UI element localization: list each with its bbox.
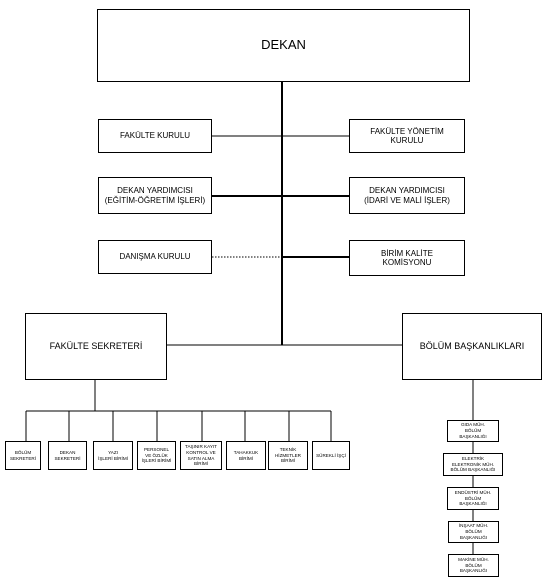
- department-box: ELEKTRİK ELEKTRONİK MÜH. BÖLÜM BAŞKANLIĞ…: [443, 453, 503, 476]
- danisma-kurulu-label: DANIŞMA KURULU: [119, 252, 191, 262]
- birim-kalite-komisyonu-box: BİRİM KALİTE KOMİSYONU: [349, 240, 465, 276]
- department-label: ELEKTRİK ELEKTRONİK MÜH. BÖLÜM BAŞKANLIĞ…: [450, 455, 496, 473]
- department-label: ENDÜSTRİ MÜH. BÖLÜM BAŞKANLIĞI: [454, 489, 492, 507]
- danisma-kurulu-box: DANIŞMA KURULU: [98, 240, 212, 274]
- unit-label: TAŞINIR KAYIT KONTROL VE SATIN ALMA BİRİ…: [185, 443, 217, 467]
- department-box: İNŞAAT MÜH. BÖLÜM BAŞKANLIĞI: [448, 521, 499, 543]
- unit-box: TEKNİK HİZMETLER BİRİMİ: [268, 441, 308, 470]
- dekan-yardimcisi-egitim-box: DEKAN YARDIMCISI (EĞİTİM-ÖĞRETİM İŞLERİ): [98, 177, 212, 214]
- fakulte-kurulu-label: FAKÜLTE KURULU: [119, 131, 191, 141]
- department-box: ENDÜSTRİ MÜH. BÖLÜM BAŞKANLIĞI: [447, 487, 499, 510]
- unit-label: BÖLÜM SEKRETERİ: [9, 449, 37, 461]
- unit-box: TAHAKKUK BİRİMİ: [226, 441, 266, 470]
- unit-label: DEKAN SEKRETERİ: [54, 449, 81, 461]
- fakulte-yonetim-kurulu-label: FAKÜLTE YÖNETİM KURULU: [370, 126, 444, 145]
- unit-box: BÖLÜM SEKRETERİ: [5, 441, 41, 470]
- unit-box: YAZI İŞLERİ BİRİMİ: [93, 441, 133, 470]
- dekan-yardimcisi-egitim-label: DEKAN YARDIMCISI (EĞİTİM-ÖĞRETİM İŞLERİ): [104, 186, 206, 205]
- department-box: GIDA MÜH. BÖLÜM BAŞKANLIĞI: [447, 420, 499, 442]
- unit-label: TEKNİK HİZMETLER BİRİMİ: [274, 446, 302, 464]
- birim-kalite-komisyonu-label: BİRİM KALİTE KOMİSYONU: [380, 248, 433, 267]
- bolum-baskanliklari-label: BÖLÜM BAŞKANLIKLARI: [419, 341, 525, 352]
- unit-box: SÜREKLİ İŞÇİ: [312, 441, 350, 470]
- fakulte-yonetim-kurulu-box: FAKÜLTE YÖNETİM KURULU: [349, 119, 465, 153]
- unit-box: TAŞINIR KAYIT KONTROL VE SATIN ALMA BİRİ…: [180, 441, 222, 470]
- dekan-yardimcisi-idari-box: DEKAN YARDIMCISI (İDARİ VE MALİ İŞLER): [349, 177, 465, 214]
- unit-label: SÜREKLİ İŞÇİ: [316, 452, 346, 458]
- fakulte-sekreteri-box: FAKÜLTE SEKRETERİ: [25, 313, 167, 380]
- unit-box: PERSONEL VE ÖZLÜK İŞLERİ BİRİMİ: [137, 441, 176, 470]
- unit-label: TAHAKKUK BİRİMİ: [233, 449, 259, 461]
- department-label: İNŞAAT MÜH. BÖLÜM BAŞKANLIĞI: [458, 523, 489, 540]
- fakulte-kurulu-box: FAKÜLTE KURULU: [98, 119, 212, 153]
- unit-box: DEKAN SEKRETERİ: [48, 441, 87, 470]
- fakulte-sekreteri-label: FAKÜLTE SEKRETERİ: [49, 341, 143, 352]
- dekan-box: DEKAN: [97, 9, 470, 82]
- department-box: MAKİNE MÜH. BÖLÜM BAŞKANLIĞI: [448, 554, 499, 577]
- dekan-yardimcisi-idari-label: DEKAN YARDIMCISI (İDARİ VE MALİ İŞLER): [364, 186, 450, 205]
- unit-label: YAZI İŞLERİ BİRİMİ: [98, 449, 128, 461]
- unit-label: PERSONEL VE ÖZLÜK İŞLERİ BİRİMİ: [141, 446, 172, 464]
- bolum-baskanliklari-box: BÖLÜM BAŞKANLIKLARI: [402, 313, 542, 380]
- department-label: GIDA MÜH. BÖLÜM BAŞKANLIĞI: [459, 422, 487, 439]
- dekan-label: DEKAN: [261, 37, 306, 53]
- department-label: MAKİNE MÜH. BÖLÜM BAŞKANLIĞI: [458, 556, 489, 574]
